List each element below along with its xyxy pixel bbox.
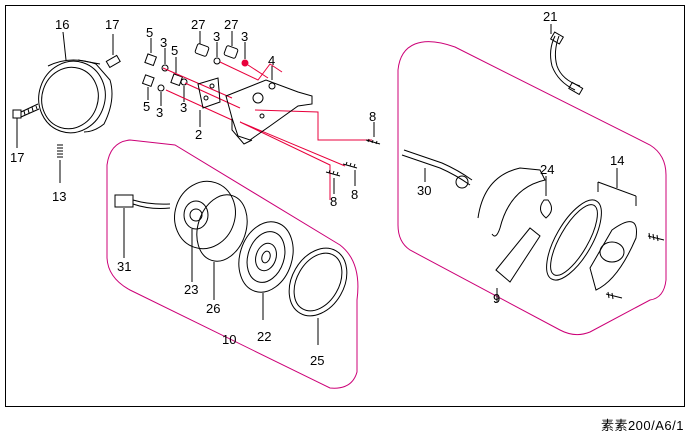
callout-14: 14 xyxy=(610,153,625,168)
part-3-washer-b xyxy=(180,78,188,102)
assembly-guide-lines xyxy=(162,61,372,200)
part-4-plate xyxy=(225,66,313,145)
callout-31: 31 xyxy=(117,259,132,274)
part-5-nut-top xyxy=(144,38,158,67)
part-3-washer-c xyxy=(157,84,165,106)
drawing-code: 素素200/A6/1 xyxy=(600,418,684,433)
callout-3-d: 3 xyxy=(213,29,221,44)
callout-25: 25 xyxy=(310,353,325,368)
callout-3-a: 3 xyxy=(160,35,168,50)
callout-17-top: 17 xyxy=(105,17,120,32)
callout-8-left: 8 xyxy=(330,194,338,209)
callout-27-a: 27 xyxy=(191,17,206,32)
callout-13: 13 xyxy=(52,189,67,204)
part-13-spring xyxy=(57,144,63,183)
callout-5-top: 5 xyxy=(146,25,154,40)
part-25-rim xyxy=(288,247,348,345)
part-3-washer-d xyxy=(213,42,221,65)
part-30-socket-cord xyxy=(401,149,473,189)
callout-3-e: 3 xyxy=(241,29,249,44)
callout-16: 16 xyxy=(55,17,70,32)
callout-17-left: 17 xyxy=(10,150,25,165)
part-31-connector xyxy=(114,194,171,258)
part-8-screw-right xyxy=(365,122,381,145)
part-23-headlight-body xyxy=(174,180,236,282)
callout-22: 22 xyxy=(257,329,272,344)
part-21-wire-harness xyxy=(549,24,584,96)
part-14-reflector-lens xyxy=(546,168,665,300)
group-outline-9 xyxy=(397,41,667,336)
diagram-frame xyxy=(5,5,685,407)
part-3-washer-e xyxy=(241,42,249,67)
callout-26: 26 xyxy=(206,301,221,316)
callout-23: 23 xyxy=(184,282,199,297)
group-outline-10 xyxy=(106,139,359,389)
callout-8-mid: 8 xyxy=(351,187,359,202)
callout-30: 30 xyxy=(417,183,432,198)
callout-8-right: 8 xyxy=(369,109,377,124)
callout-27-b: 27 xyxy=(224,17,239,32)
part-8-screw-left xyxy=(325,169,341,194)
callout-24: 24 xyxy=(540,162,555,177)
callout-3-b: 3 xyxy=(156,105,164,120)
part-27-grommet-b xyxy=(223,31,239,59)
part-9-housing-shell xyxy=(477,167,546,283)
part-24-bulb xyxy=(540,176,552,219)
callout-10: 10 xyxy=(222,332,237,347)
callout-4: 4 xyxy=(268,53,276,68)
part-22-lens xyxy=(238,221,294,320)
callout-5-mid: 5 xyxy=(171,43,179,58)
callout-2: 2 xyxy=(195,127,203,142)
callout-3-c: 3 xyxy=(180,100,188,115)
part-27-grommet-a xyxy=(194,31,210,57)
part-17-screw-left xyxy=(12,103,40,148)
part-16-headlight-cover xyxy=(38,59,113,134)
part-2-bracket xyxy=(197,77,221,127)
part-3-washer-a xyxy=(161,48,169,72)
part-8-screw-mid xyxy=(342,161,358,186)
part-26-ring xyxy=(196,194,248,300)
callout-9: 9 xyxy=(493,291,501,306)
callout-21: 21 xyxy=(543,9,558,24)
part-17-screw-top xyxy=(105,34,121,69)
callout-5-low: 5 xyxy=(143,99,151,114)
part-5-nut-low xyxy=(141,74,155,100)
